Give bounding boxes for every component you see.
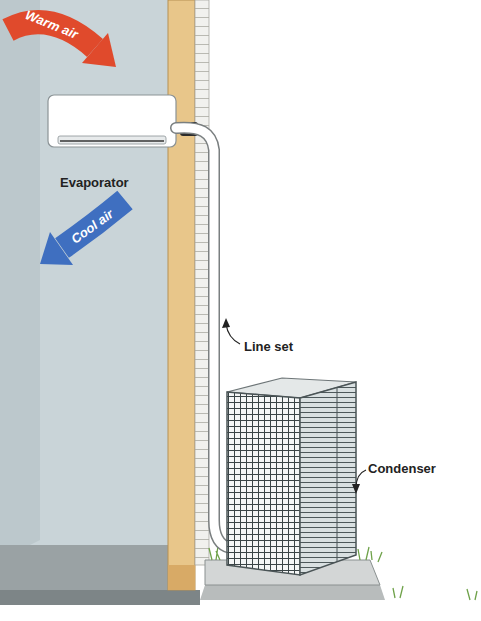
- part-name: Line set: [244, 340, 293, 353]
- part-name: Evaporator: [60, 176, 129, 189]
- part-name: Condenser: [368, 462, 436, 475]
